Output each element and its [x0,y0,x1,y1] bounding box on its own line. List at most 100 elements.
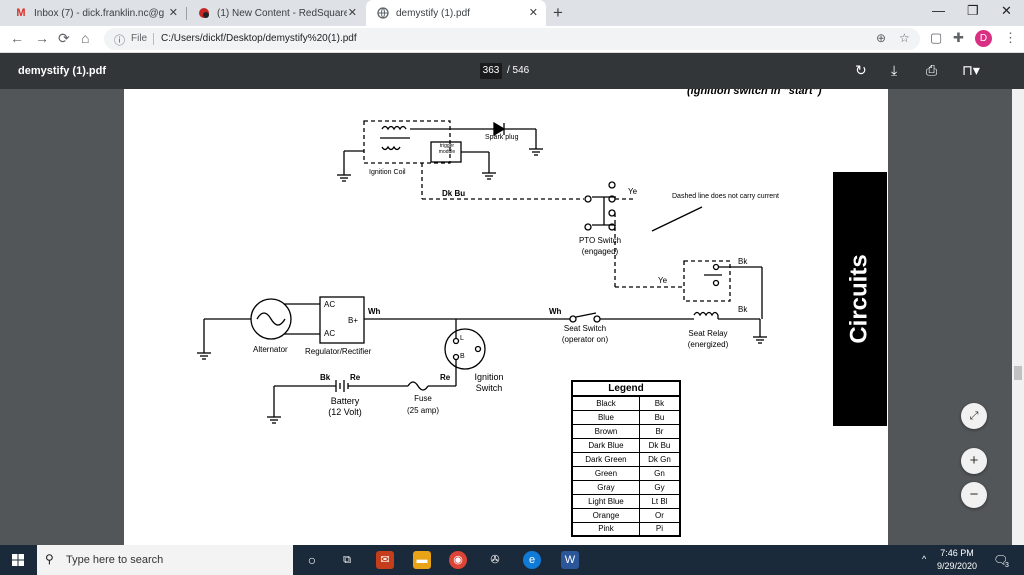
bk-battery-label: Bk [320,373,331,382]
gmail-icon: M [16,7,26,19]
tab-strip: M Inbox (7) - dick.franklin.nc@gmai ✕ (1… [0,0,1024,26]
switch-l-label: L [460,335,464,342]
browser-toolbar: ← → ⟳ ⌂ ⓘ File C:/Users/dickf/Desktop/de… [0,26,1024,53]
close-icon[interactable]: ✕ [347,7,357,19]
re-battery-label: Re [350,373,361,382]
notification-icon[interactable]: 🗨 [993,553,1009,567]
url-text[interactable]: C:/Users/dickf/Desktop/demystify%20(1).p… [161,33,357,44]
ignition-coil-label: Ignition Coil [369,169,406,176]
cortana-icon[interactable]: ○ [307,552,317,568]
ac-bottom-label: AC [324,329,336,338]
bookmark-icon[interactable]: ⊓▾ [962,62,980,78]
wh-right-label: Wh [549,307,562,316]
battery-label: Battery [330,396,360,406]
legend-code: Pi [638,521,681,537]
home-icon[interactable]: ⌂ [81,30,90,46]
scheme-label: File [131,33,148,44]
tab-title: (1) New Content - RedSquare Wi [217,7,347,19]
legend-code: Gy [638,479,681,495]
close-icon[interactable]: ✕ [168,7,178,19]
mail-icon[interactable]: ✉ [376,551,394,569]
zoom-icon[interactable]: ⊕ [876,31,887,45]
pto-switch-state: (engaged) [581,247,619,256]
seat-relay-label: Seat Relay [688,329,728,338]
start-button[interactable] [0,545,36,575]
legend-code: Dk Bu [638,437,681,453]
taskbar-search[interactable]: ⚲ Type here to search [37,545,293,575]
legend-color: Orange [571,507,640,523]
address-bar[interactable]: ⓘ File C:/Users/dickf/Desktop/demystify%… [104,28,920,50]
page-number-input[interactable]: 363 [480,63,502,79]
legend-color: Brown [571,423,640,439]
seat-switch-state: (operator on) [561,335,609,344]
bk-relay-bottom-label: Bk [738,305,748,314]
section-side-tab-label-wrap: Circuits [833,172,887,426]
seat-switch-label: Seat Switch [563,324,607,333]
spark-plug-label: Spark plug [485,134,519,141]
rotate-icon[interactable]: ↻ [855,62,867,78]
zoom-in-button[interactable]: + [961,448,987,474]
info-icon[interactable]: ⓘ [114,35,125,47]
pto-switch-label: PTO Switch [578,236,622,245]
close-window-icon[interactable]: ✕ [1001,3,1012,18]
close-icon[interactable]: ✕ [528,7,538,19]
bookmark-star-icon[interactable]: ☆ [899,31,910,45]
bk-relay-top-label: Bk [738,257,748,266]
minimize-icon[interactable]: — [932,3,945,18]
avatar[interactable]: D [975,30,992,47]
clock-time[interactable]: 7:46 PM [940,548,974,558]
scrollbar[interactable] [1012,89,1024,545]
zoom-out-button[interactable]: − [961,482,987,508]
search-input[interactable]: Type here to search [66,554,164,566]
ignition-switch-label-2: Switch [475,383,503,393]
file-explorer-icon[interactable]: ▬ [413,551,431,569]
re-fuse-label: Re [440,373,451,382]
legend-code: Dk Gn [638,451,681,467]
app-icon[interactable]: ✇ [490,554,500,566]
extension-icon[interactable]: ▢ [930,30,943,45]
tray-chevron-icon[interactable]: ^ [922,554,927,564]
forward-icon[interactable]: → [35,30,49,46]
task-view-icon[interactable]: ⧉ [343,554,351,566]
tab-gmail[interactable]: M Inbox (7) - dick.franklin.nc@gmai ✕ [4,0,186,26]
back-icon[interactable]: ← [10,30,24,46]
legend-code: Lt Bl [638,493,681,509]
puzzle-icon[interactable]: ✚ [953,30,964,45]
new-tab-icon[interactable]: + [553,3,563,22]
alternator-label: Alternator [253,345,288,354]
legend-color: Pink [571,521,640,537]
section-side-tab-label: Circuits [846,254,874,344]
pdf-title: demystify (1).pdf [18,65,107,77]
tab-redsquare[interactable]: (1) New Content - RedSquare Wi ✕ [187,0,365,26]
word-icon[interactable]: W [561,551,579,569]
tab-pdf[interactable]: demystify (1).pdf ✕ [366,0,546,26]
legend-code: Or [638,507,681,523]
reload-icon[interactable]: ⟳ [58,30,70,46]
battery-volt-label: (12 Volt) [328,407,362,417]
section-side-tab: Circuits [833,172,887,426]
chrome-icon[interactable]: ◉ [449,551,467,569]
restore-icon[interactable]: ❐ [967,3,979,18]
scroll-thumb[interactable] [1014,366,1022,380]
menu-icon[interactable]: ⋮ [1004,30,1017,45]
clock-date[interactable]: 9/29/2020 [936,561,978,571]
seat-relay-state: (energized) [687,340,729,349]
pdf-page: (ignition switch in "start") Spark plug … [124,89,888,545]
print-icon[interactable]: ⎙ [926,62,938,78]
notification-count: 3 [1005,562,1009,569]
download-icon[interactable]: ⤓ [891,62,898,78]
legend-color: Light Blue [571,493,640,509]
b-plus-label: B+ [348,316,359,325]
legend-color: Dark Blue [571,437,640,453]
tab-divider [186,7,187,20]
edge-icon[interactable]: e [523,551,541,569]
fit-page-button[interactable]: ⤢ [961,403,987,429]
